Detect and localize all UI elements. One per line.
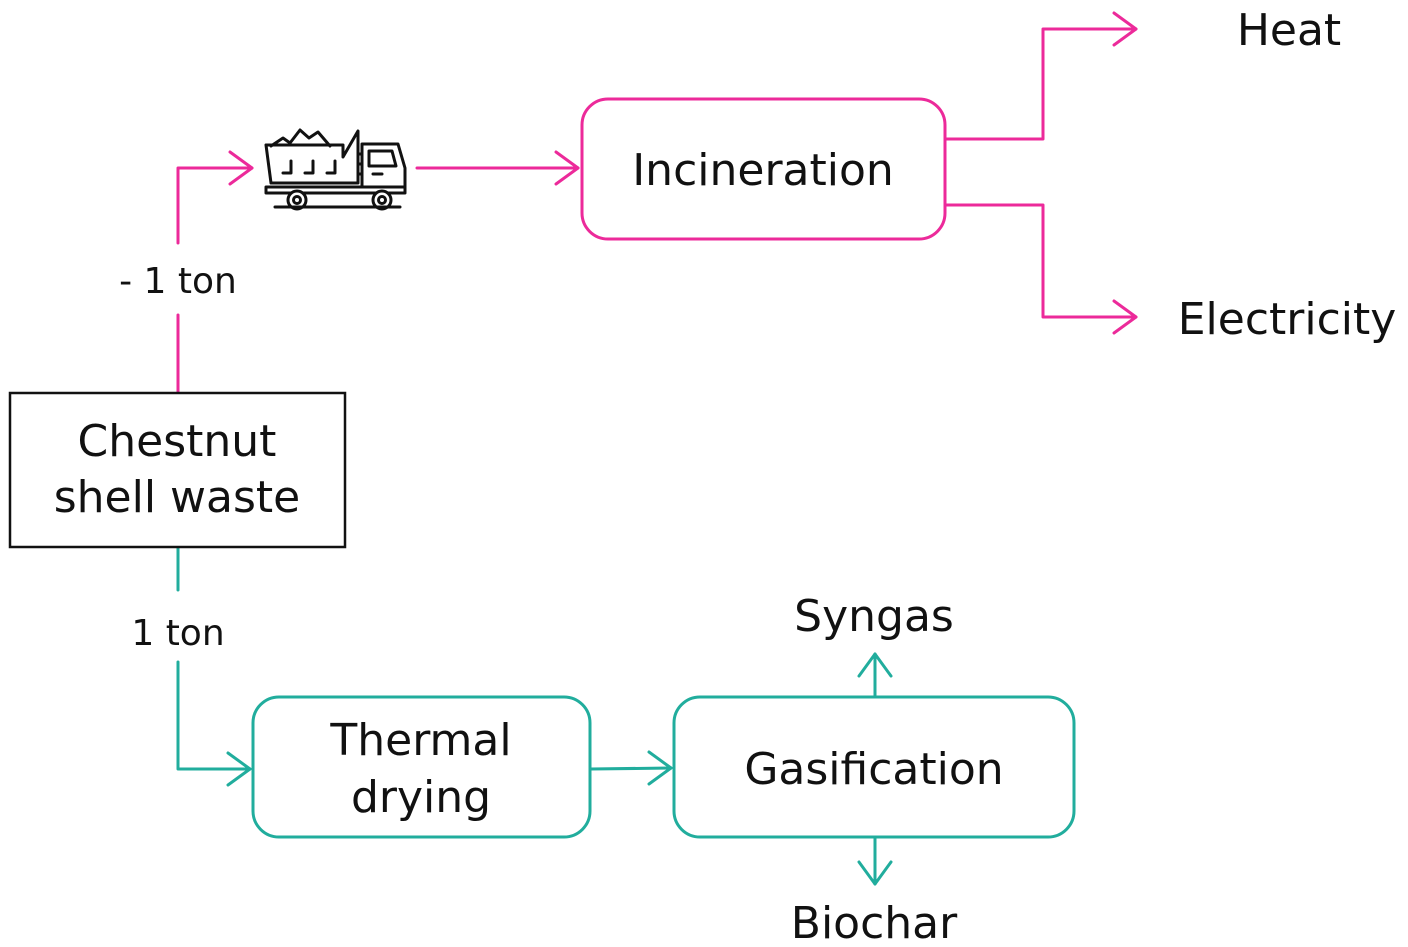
heat-label: Heat	[1237, 5, 1341, 56]
arrowhead-to-biochar	[857, 860, 893, 886]
thermal-drying-box	[251, 695, 592, 839]
thermal-drying-label-line1: Thermal	[329, 715, 511, 766]
arrowhead-to-syngas	[857, 652, 893, 678]
connector-drying-to-gasification	[589, 766, 673, 771]
connector-source-to-drying-lower	[176, 660, 252, 771]
thermal-drying-label-line2: drying	[351, 772, 491, 823]
connector-source-to-truck-upper	[176, 166, 254, 245]
arrowhead-to-electricity	[1112, 299, 1138, 335]
arrowhead-to-incineration	[554, 150, 580, 186]
biochar-label: Biochar	[791, 898, 958, 947]
arrowhead-to-truck	[228, 150, 254, 186]
arrowhead-to-gasification	[647, 750, 673, 786]
connector-incineration-to-heat	[944, 27, 1138, 141]
edge-label-drying-quantity: 1 ton	[131, 613, 224, 654]
connector-incineration-to-electricity	[944, 203, 1138, 319]
source-box	[8, 391, 347, 549]
gasification-pathway	[176, 546, 1076, 886]
dump-truck-icon	[264, 128, 407, 211]
syngas-label: Syngas	[794, 591, 954, 642]
incineration-box	[580, 97, 947, 241]
arrowhead-to-heat	[1112, 11, 1138, 47]
edge-label-incineration-quantity: - 1 ton	[119, 261, 237, 302]
gasification-label: Gasification	[744, 744, 1003, 795]
source-label-line2: shell waste	[54, 472, 301, 523]
incineration-label: Incineration	[632, 145, 894, 196]
arrowhead-to-drying	[226, 751, 252, 787]
source-label-line1: Chestnut	[78, 416, 277, 467]
incineration-pathway	[176, 11, 1138, 394]
electricity-label: Electricity	[1178, 294, 1397, 345]
